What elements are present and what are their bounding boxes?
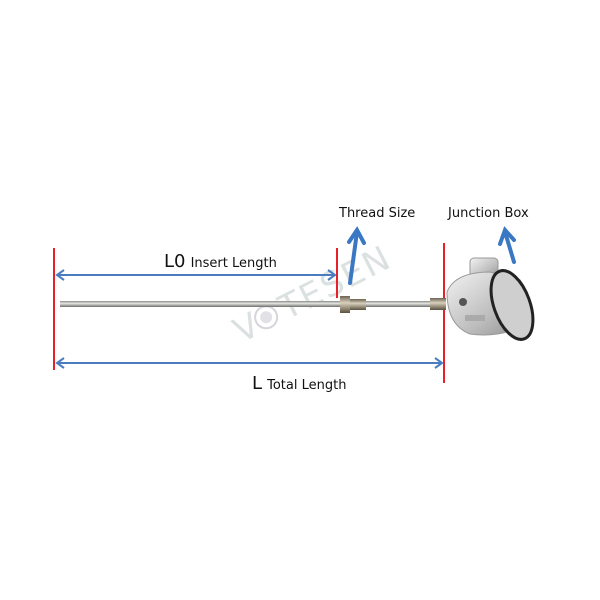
- insert-length-symbol: L0: [164, 251, 186, 272]
- thermocouple-probe: [60, 296, 446, 313]
- total-length-text: Total Length: [267, 378, 347, 393]
- thread-size-arrow: [347, 226, 366, 285]
- insert-length-arrow: [55, 269, 337, 281]
- insert-length-label: L0 Insert Length: [164, 251, 277, 272]
- total-length-symbol: L: [252, 373, 263, 394]
- junction-box-label: Junction Box: [448, 206, 529, 221]
- junction-box: [446, 257, 535, 341]
- total-length-label: L Total Length: [252, 373, 346, 394]
- thread-size-label: Thread Size: [339, 206, 416, 221]
- insert-length-text: Insert Length: [190, 256, 277, 271]
- total-length-arrow: [55, 357, 444, 369]
- junction-box-arrow: [498, 226, 516, 264]
- thread-fitting: [340, 296, 350, 313]
